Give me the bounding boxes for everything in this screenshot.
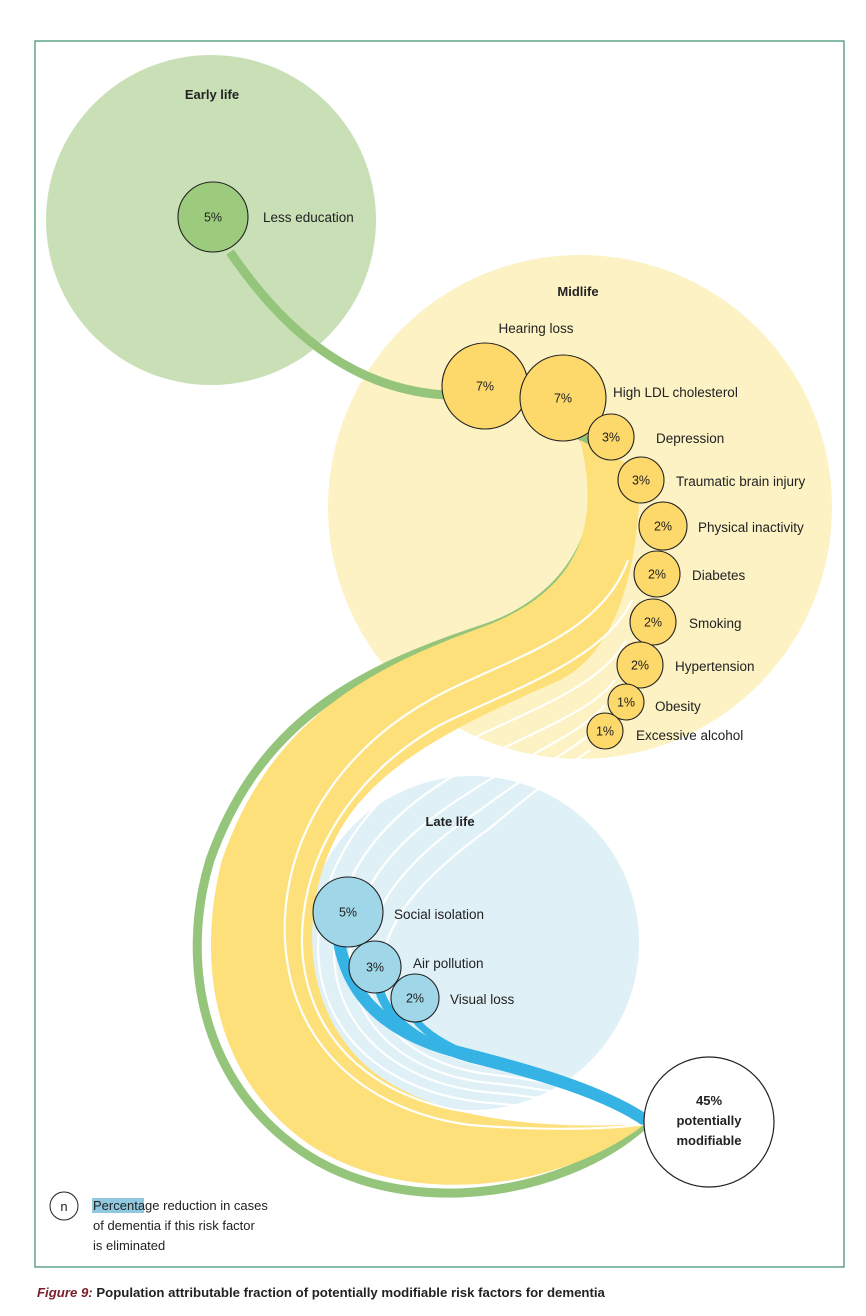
total-line2: modifiable: [676, 1133, 741, 1148]
risk-node-excessive-alcohol: 1% Excessive alcohol: [586, 712, 743, 750]
risk-circle: [586, 712, 624, 750]
risk-label: High LDL cholesterol: [613, 385, 738, 400]
risk-label: Hypertension: [675, 659, 755, 674]
total-line1: potentially: [676, 1113, 742, 1128]
risk-node-depression: 3% Depression: [587, 413, 724, 461]
risk-factor-nodes: 5% Less education 7% Hearing loss 7% High LDL…: [177, 181, 806, 1023]
band-separator: [300, 599, 646, 1125]
risk-label: Traumatic brain injury: [676, 474, 806, 489]
risk-node-traumatic-brain-injury: 3% Traumatic brain injury: [617, 456, 806, 504]
risk-value: 7%: [554, 392, 572, 406]
risk-node-hearing-loss: 7% Hearing loss: [441, 321, 574, 430]
legend-symbol-circle: [49, 1191, 79, 1221]
risk-circle: [638, 501, 688, 551]
legend: n Percentage reduction in cases of demen…: [49, 1191, 268, 1253]
risk-label: Obesity: [655, 699, 701, 714]
risk-node-physical-inactivity: 2% Physical inactivity: [638, 501, 804, 551]
risk-value: 5%: [339, 906, 357, 920]
band-late-life: [406, 1010, 647, 1125]
risk-label: Social isolation: [394, 907, 484, 922]
risk-node-obesity: 1% Obesity: [607, 683, 701, 721]
risk-node-hypertension: 2% Hypertension: [616, 641, 755, 689]
risk-circle: [587, 413, 635, 461]
risk-value: 7%: [476, 380, 494, 394]
risk-circle: [629, 598, 677, 646]
risk-circle: [312, 876, 384, 948]
risk-node-visual-loss: 2% Visual loss: [390, 973, 515, 1023]
risk-circle: [633, 550, 681, 598]
band-midlife-mass: [210, 440, 645, 1185]
figure-caption: Figure 9: Population attributable fracti…: [37, 1285, 837, 1300]
risk-label: Depression: [656, 431, 724, 446]
risk-value: 2%: [654, 520, 672, 534]
risk-value: 2%: [648, 568, 666, 582]
caption-label: Figure 9:: [37, 1285, 93, 1300]
risk-circle: [617, 456, 665, 504]
risk-label: Smoking: [689, 616, 742, 631]
risk-label: Less education: [263, 210, 354, 225]
early-life-title: Early life: [185, 87, 239, 102]
risk-value: 2%: [631, 659, 649, 673]
risk-value: 5%: [204, 211, 222, 225]
total-circle: [643, 1056, 775, 1188]
caption-text: Population attributable fraction of pote…: [92, 1285, 605, 1300]
risk-value: 3%: [602, 431, 620, 445]
total-value: 45%: [696, 1093, 722, 1108]
band-separator: [332, 679, 646, 1122]
risk-circle: [177, 181, 249, 253]
band-separator: [283, 559, 646, 1130]
risk-value: 3%: [632, 474, 650, 488]
risk-label: Hearing loss: [498, 321, 573, 336]
risk-label: Diabetes: [692, 568, 746, 583]
legend-line3: is eliminated: [93, 1238, 165, 1253]
risk-value: 1%: [596, 725, 614, 739]
risk-node-air-pollution: 3% Air pollution: [348, 940, 484, 994]
risk-label: Physical inactivity: [698, 520, 804, 535]
risk-node-diabetes: 2% Diabetes: [633, 550, 746, 598]
risk-node-smoking: 2% Smoking: [629, 598, 742, 646]
risk-circle: [390, 973, 440, 1023]
risk-label: Air pollution: [413, 956, 484, 971]
band-separator: [316, 639, 646, 1124]
risk-circle: [519, 354, 607, 442]
legend-line2: of dementia if this risk factor: [93, 1218, 256, 1233]
risk-value: 3%: [366, 961, 384, 975]
late-life-title: Late life: [425, 814, 474, 829]
total-node: 45% potentially modifiable: [643, 1056, 775, 1188]
risk-node-high-ldl-cholesterol: 7% High LDL cholesterol: [519, 354, 738, 442]
figure-frame: [34, 40, 845, 1268]
risk-value: 1%: [617, 696, 635, 710]
risk-circle: [348, 940, 402, 994]
legend-line1: Percentage reduction in cases: [93, 1198, 268, 1213]
risk-value: 2%: [406, 992, 424, 1006]
risk-label: Excessive alcohol: [636, 728, 743, 743]
risk-circle: [616, 641, 664, 689]
risk-value: 2%: [644, 616, 662, 630]
risk-node-less-education: 5% Less education: [177, 181, 354, 253]
risk-node-social-isolation: 5% Social isolation: [312, 876, 484, 948]
legend-symbol: n: [60, 1199, 67, 1214]
midlife-title: Midlife: [557, 284, 598, 299]
risk-label: Visual loss: [450, 992, 515, 1007]
risk-circle: [607, 683, 645, 721]
legend-highlight: [92, 1198, 144, 1213]
